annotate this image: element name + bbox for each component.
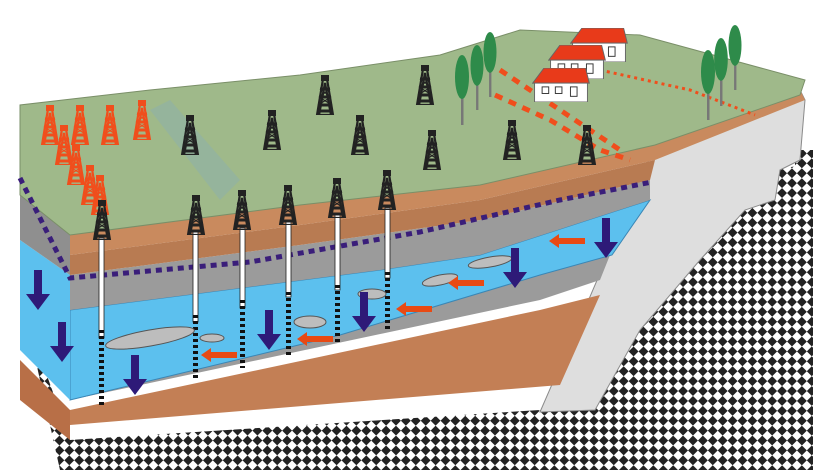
well-1 [92, 200, 112, 405]
well-3 [232, 190, 252, 368]
well-6 [377, 170, 397, 330]
well-2 [186, 195, 206, 380]
house-icon [532, 68, 590, 102]
bedrock-edge [795, 150, 813, 470]
settlement-boundary-line-3 [599, 68, 756, 117]
well-4 [278, 185, 298, 355]
well-5 [327, 178, 347, 342]
upper-gray-layer [70, 180, 650, 310]
production-wells [92, 170, 397, 405]
clay-lenses [105, 255, 513, 350]
basement-layer [70, 295, 600, 425]
settlement-boundary-line-2 [493, 92, 631, 163]
settlement-boundary-line [498, 67, 622, 153]
soil-lower [70, 160, 655, 275]
aquifer-front [20, 240, 70, 400]
bedrock-layer [20, 165, 805, 470]
basement-front [20, 360, 70, 440]
